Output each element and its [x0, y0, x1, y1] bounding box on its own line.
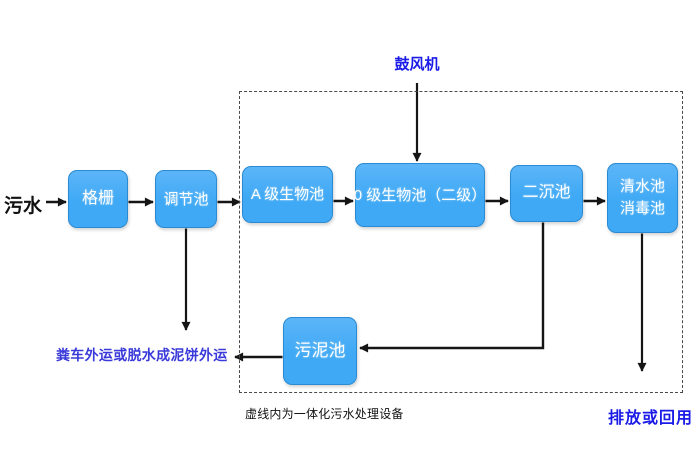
clearwater-line2: 消毒池 — [619, 200, 665, 217]
node-a-level-bio-tank: A 级生物池 — [242, 166, 333, 223]
inflow-label: 污水 — [4, 196, 43, 217]
node-secondary-sedimentation-tank: 二沉池 — [510, 165, 583, 222]
node-clearwater-disinfection-tank: 清水池 消毒池 — [607, 163, 678, 233]
discharge-reuse-label: 排放或回用 — [608, 410, 694, 427]
boundary-caption: 虚线内为一体化污水处理设备 — [245, 407, 404, 421]
blower-label: 鼓风机 — [394, 56, 440, 73]
clearwater-line1: 清水池 — [619, 177, 665, 195]
sludge-disposal-label: 粪车外运或脱水成泥饼外运 — [56, 347, 228, 363]
node-regulating-tank: 调节池 — [155, 170, 217, 228]
node-o-level-bio-tank: 0 级生物池（二级） — [354, 163, 486, 227]
node-sludge-tank: 污泥池 — [283, 317, 357, 385]
equipment-boundary — [239, 91, 683, 393]
node-grid: 格栅 — [68, 170, 128, 228]
